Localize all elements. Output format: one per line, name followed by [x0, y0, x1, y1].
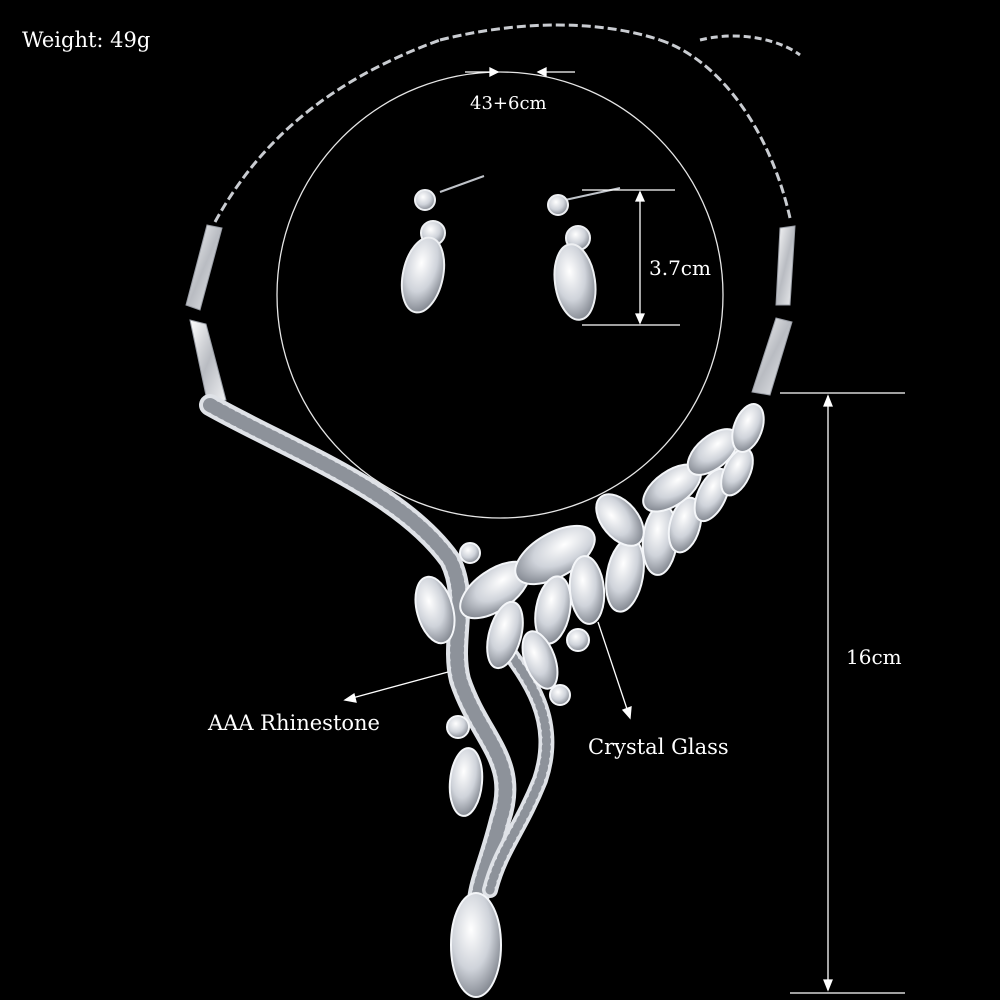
weight-label: Weight: 49g: [22, 28, 151, 52]
rhinestone-band: [199, 394, 555, 911]
measurement-annotations: [276, 66, 905, 994]
earring-length-label: 3.7cm: [649, 256, 711, 280]
earring-left: [400, 175, 485, 314]
earring-right: [547, 187, 621, 321]
crystal-cluster: [414, 403, 765, 998]
necklace-collar: [185, 224, 796, 406]
necklace-circumference-label: 43+6cm: [470, 93, 547, 114]
rhinestone-label: AAA Rhinestone: [208, 711, 380, 735]
necklace-chain: [213, 23, 801, 223]
pendant-length-label: 16cm: [846, 645, 902, 669]
crystal-glass-label: Crystal Glass: [588, 735, 729, 759]
accent-stones: [446, 542, 590, 739]
